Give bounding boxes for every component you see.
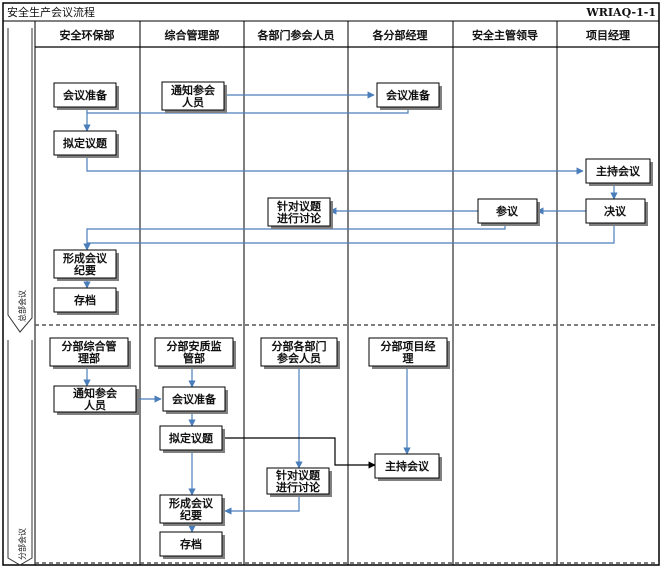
connector-draft-to-host-b [223, 437, 376, 469]
process-box-branch-safety: 分部安质监 管部 [154, 337, 236, 369]
box-label: 会议准备 [172, 392, 217, 406]
lane-header: 综合管理部 [165, 28, 220, 42]
box-label: 决议 [604, 204, 627, 218]
process-box-prepare-b: 会议准备 [162, 386, 228, 414]
box-label: 分部各部门 [272, 339, 327, 353]
box-label: 存档 [74, 293, 96, 307]
box-label: 针对议题 [277, 199, 322, 213]
box-label: 进行讨论 [276, 480, 321, 494]
lane-header: 各部门参会人员 [257, 28, 335, 42]
box-label: 人员 [84, 398, 106, 412]
process-box-decide: 决议 [585, 198, 648, 226]
process-box-branch-admin: 分部综合管 理部 [49, 337, 131, 369]
box-label: 形成会议 [169, 496, 214, 510]
process-box-notify-b: 通知参会 人员 [53, 385, 139, 415]
box-label: 针对议题 [276, 468, 321, 482]
process-box-attend: 参议 [477, 198, 540, 226]
box-label: 纪要 [74, 263, 96, 277]
lane-header: 各分部经理 [372, 28, 428, 42]
box-label: 进行讨论 [277, 211, 322, 225]
box-label: 分部综合管 [62, 339, 117, 353]
box-label: 存档 [180, 537, 202, 551]
top-boxes: 会议准备 通知参会 人员 会议准备 拟定议题 主持会议 [53, 81, 653, 315]
lane-separators [34, 21, 558, 565]
process-box-prepare-1: 会议准备 [53, 82, 119, 110]
box-label: 拟定议题 [63, 136, 108, 150]
process-box-branch-staff: 分部各部门 参会人员 [260, 337, 340, 369]
process-box-draft-topic: 拟定议题 [53, 130, 119, 158]
connector-discuss-to-minutes [224, 494, 300, 515]
bottom-black-connectors [223, 437, 376, 469]
process-box-prepare-2: 会议准备 [376, 82, 442, 110]
lane-header: 安全环保部 [60, 28, 115, 42]
box-label: 分部安质监 [167, 339, 222, 353]
section-label-top: 总部会议 [17, 290, 27, 322]
process-box-minutes-b: 形成会议 纪要 [159, 494, 225, 526]
process-box-host: 主持会议 [585, 158, 653, 186]
box-label: 会议准备 [63, 88, 108, 102]
process-box-minutes: 形成会议 纪要 [53, 249, 119, 281]
lane-headers: 安全环保部 综合管理部 各部门参会人员 各分部经理 安全主管领导 项目经理 [60, 28, 631, 42]
box-label: 参会人员 [277, 351, 321, 365]
box-label: 形成会议 [63, 251, 108, 265]
process-box-host-b: 主持会议 [374, 453, 442, 481]
box-label: 管部 [183, 351, 205, 365]
box-label: 通知参会 [171, 83, 216, 97]
box-label: 纪要 [180, 508, 202, 522]
connector-decide-to-minutes [87, 222, 615, 244]
process-box-discuss: 针对议题 进行讨论 [267, 197, 333, 229]
lane-header: 项目经理 [586, 28, 630, 42]
box-label: 主持会议 [385, 459, 430, 473]
connector-draft-to-host [86, 154, 584, 175]
process-box-draft-topic-b: 拟定议题 [159, 425, 225, 453]
process-box-notify: 通知参会 人员 [161, 81, 227, 113]
box-label: 理部 [78, 351, 100, 365]
box-label: 分部项目经 [381, 339, 436, 353]
lane-header: 安全主管领导 [472, 28, 538, 42]
section-bracket [7, 340, 33, 566]
box-label: 会议准备 [386, 88, 431, 102]
side-column: 总部会议 分部会议 [7, 28, 33, 566]
bottom-boxes: 分部综合管 理部 分部安质监 管部 分部各部门 参会人员 分部项目经 理 [49, 337, 450, 559]
process-box-branch-pm: 分部项目经 理 [368, 337, 450, 369]
box-label: 拟定议题 [169, 431, 214, 445]
box-label: 主持会议 [596, 164, 641, 178]
box-label: 人员 [182, 95, 204, 109]
bottom-connectors [83, 366, 411, 533]
document-code: WRIAQ-1-1 [585, 6, 656, 19]
diagram-title: 安全生产会议流程 [7, 5, 95, 19]
section-bracket [7, 28, 33, 333]
box-label: 通知参会 [73, 386, 118, 400]
box-label: 理 [403, 352, 414, 365]
process-box-archive: 存档 [53, 287, 119, 315]
box-label: 参议 [496, 204, 519, 218]
process-box-archive-b: 存档 [159, 531, 225, 559]
process-box-discuss-b: 针对议题 进行讨论 [266, 467, 332, 497]
section-label-bottom: 分部会议 [17, 528, 27, 560]
